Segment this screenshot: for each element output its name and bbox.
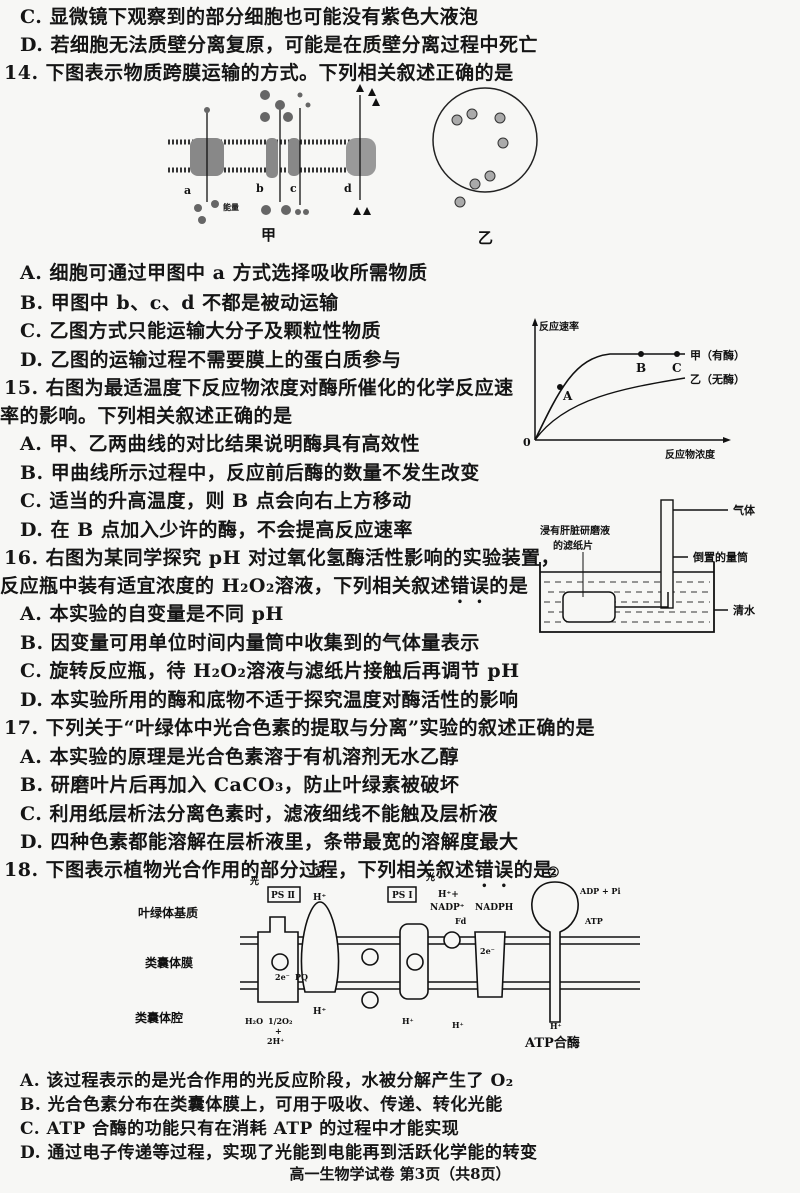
label-nadph: NADPH [475, 903, 514, 913]
x-axis-label: 反应物浓度 [665, 448, 716, 461]
label-d: d [344, 182, 352, 195]
series-yi-line [534, 377, 686, 441]
label-filter-paper-1: 浸有肝脏研磨液 [540, 524, 610, 537]
label-jia: 甲 [261, 226, 276, 244]
label-gas: 气体 [732, 503, 756, 517]
point-b-label: B [636, 361, 646, 375]
channel-protein [288, 138, 300, 176]
point-c-label: C [672, 361, 682, 375]
nadp-reductase [474, 931, 506, 998]
q15-option-c: C. 适当的升高温度，则 B 点会向右上方移动 [20, 490, 412, 512]
point-a [557, 384, 563, 390]
q18-option-c: C. ATP 合酶的功能只有在消耗 ATP 的过程中才能实现 [20, 1119, 460, 1139]
label-2: ② [547, 865, 560, 881]
label-b: b [256, 182, 264, 195]
label-h-lumen-2: H⁺ [452, 1020, 464, 1030]
water-tank [539, 562, 715, 633]
q15-option-a: A. 甲、乙两曲线的对比结果说明酶具有高效性 [20, 433, 420, 455]
q17-option-a: A. 本实验的原理是光合色素溶于有机溶剂无水乙醇 [20, 746, 459, 768]
label-atp: ATP [584, 916, 603, 926]
label-light-1: 光 [249, 875, 259, 887]
endocytosis-cell [432, 87, 538, 193]
q17-option-c: C. 利用纸层析法分离色素时，滤液细线不能触及层析液 [20, 803, 499, 825]
q14-option-d: D. 乙图的运输过程不需要膜上的蛋白质参与 [20, 349, 402, 371]
q15-option-d: D. 在 B 点加入少许的酶，不会提高反应速率 [20, 519, 413, 541]
q17-option-b: B. 研磨叶片后再加入 CaCO₃，防止叶绿素被破坏 [20, 774, 460, 796]
label-energy: 能量 [223, 202, 239, 212]
inverted-cylinder [660, 499, 674, 609]
label-c: c [290, 182, 297, 195]
q15-stem-2: 率的影响。下列相关叙述正确的是 [0, 405, 293, 427]
q15-stem-1: 15. 右图为最适温度下反应物浓度对酶所催化的化学反应速 [4, 377, 514, 399]
label-h-bottom: H⁺ [313, 1007, 327, 1017]
label-2h: 2H⁺ [267, 1036, 284, 1046]
label-yi: 乙 [478, 229, 493, 247]
complex-1 [300, 901, 340, 993]
q14-option-b: B. 甲图中 b、c、d 不都是被动运输 [20, 292, 339, 314]
label-pq: PQ [295, 972, 308, 982]
label-ps2: PS Ⅱ [271, 891, 295, 901]
legend-yi: 乙（无酶） [690, 372, 745, 386]
label-h-top: H⁺ [313, 893, 327, 903]
point-b [638, 351, 644, 357]
q17-option-d: D. 四种色素都能溶解在层析液里，条带最宽的溶解度最大 [20, 831, 519, 853]
q13-option-d: D. 若细胞无法质壁分离复原，可能是在质壁分离过程中死亡 [20, 34, 539, 56]
label-h-lumen-1: H⁺ [402, 1016, 414, 1026]
label-membrane: 类囊体膜 [145, 955, 193, 970]
label-ps1: PS Ⅰ [392, 891, 413, 901]
q14-option-c: C. 乙图方式只能运输大分子及颗粒性物质 [20, 320, 382, 342]
label-o2: 1/2O₂ [268, 1016, 293, 1026]
q16-stem-2: 反应瓶中装有适宜浓度的 H₂O₂溶液，下列相关叙述错误的是 [0, 575, 529, 597]
y-axis-label: 反应速率 [539, 320, 579, 333]
series-jia-line [534, 353, 685, 441]
q14-option-a: A. 细胞可通过甲图中 a 方式选择吸收所需物质 [20, 262, 428, 284]
label-light-2: 光 [425, 871, 435, 883]
label-h-synthase: H⁺ [550, 1021, 562, 1031]
point-a-label: A [562, 389, 573, 403]
label-stroma: 叶绿体基质 [138, 905, 198, 920]
label-2e-2: 2e⁻ [480, 946, 495, 956]
membrane-transport-figure: a b c d 能量 甲 乙 [168, 84, 538, 247]
label-h-nadp: H⁺+ [438, 890, 459, 900]
label-h2o: H₂O [245, 1016, 263, 1026]
label-a: a [184, 184, 191, 197]
carrier-protein-d [346, 138, 376, 176]
label-2e-1: 2e⁻ [275, 972, 290, 982]
ph-apparatus-figure: 气体 浸有肝脏研磨液 的滤纸片 倒置的量筒 清水 [539, 499, 756, 633]
label-plus: + [275, 1026, 282, 1036]
q15-option-b: B. 甲曲线所示过程中，反应前后酶的数量不发生改变 [20, 462, 480, 484]
page-footer: 高一生物学试卷 第3页（共8页） [289, 1165, 511, 1183]
q16-option-b: B. 因变量可用单位时间内量筒中收集到的气体量表示 [20, 632, 480, 654]
q16-option-d: D. 本实验所用的酶和底物不适于探究温度对酶活性的影响 [20, 689, 519, 711]
q16-stem-1: 16. 右图为某同学探究 pH 对过氧化氢酶活性影响的实验装置， [4, 547, 561, 569]
q16-option-c: C. 旋转反应瓶，待 H₂O₂溶液与滤纸片接触后再调节 pH [20, 660, 520, 682]
photosynthesis-figure: 叶绿体基质 类囊体膜 类囊体腔 光 PS Ⅱ PS Ⅰ 光 ① ② H⁺ H⁺ … [135, 865, 640, 1051]
q18-option-b: B. 光合色素分布在类囊体膜上，可用于吸收、传递、转化光能 [20, 1095, 503, 1115]
label-1: ① [312, 865, 325, 881]
q18-option-d: D. 通过电子传递等过程，实现了光能到电能再到活跃化学能的转变 [20, 1143, 538, 1163]
label-fd: Fd [455, 916, 467, 926]
point-c [674, 351, 680, 357]
label-water: 清水 [733, 603, 756, 617]
atp-synthase [531, 881, 579, 1023]
enzyme-rate-chart: 反应速率 反应物浓度 0 A B C 甲（有酶） 乙（无酶） [523, 318, 745, 461]
q18-option-a: A. 该过程表示的是光合作用的光反应阶段，水被分解产生了 O₂ [20, 1071, 514, 1091]
label-lumen: 类囊体腔 [135, 1010, 183, 1025]
q16-option-a: A. 本实验的自变量是不同 pH [20, 603, 284, 625]
q14-stem: 14. 下图表示物质跨膜运输的方式。下列相关叙述正确的是 [4, 62, 514, 84]
q18-stem: 18. 下图表示植物光合作用的部分过程，下列相关叙述错误的是 [4, 859, 553, 881]
legend-jia: 甲（有酶） [690, 348, 745, 362]
reaction-bottle [562, 591, 616, 623]
label-adp-pi: ADP + Pi [579, 886, 621, 896]
q17-stem: 17. 下列关于“叶绿体中光合色素的提取与分离”实验的叙述正确的是 [4, 717, 596, 739]
origin-label: 0 [523, 436, 531, 449]
label-filter-paper-2: 的滤纸片 [553, 539, 593, 552]
label-nadp: NADP⁺ [430, 903, 465, 913]
label-atp-synthase: ATP合酶 [524, 1035, 580, 1051]
q13-option-c: C. 显微镜下观察到的部分细胞也可能没有紫色大液泡 [20, 6, 479, 28]
label-cylinder: 倒置的量筒 [692, 550, 748, 564]
